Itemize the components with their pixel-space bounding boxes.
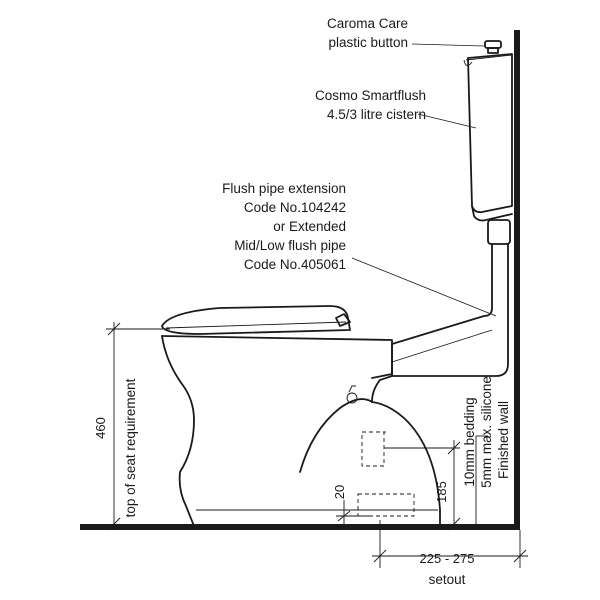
cistern-body: [467, 53, 513, 214]
pan-bowl-front: [161, 335, 195, 527]
leader-lines: [351, 43, 497, 317]
cistern-label-line-1: Cosmo Smartflush: [315, 88, 426, 103]
toilet-pan: [161, 305, 441, 527]
concealed-outlet: [357, 431, 415, 517]
accessible-symbol-icon: [346, 392, 358, 404]
plastic-push-button: [484, 40, 502, 49]
flush-pipe-label-line-4: Mid/Low flush pipe: [234, 238, 346, 253]
setout-value: 225 - 275: [420, 551, 475, 566]
bedding-note: 10mm bedding: [462, 397, 477, 486]
setout-label: setout: [429, 572, 466, 587]
callout-labels: Caroma Care plastic button Cosmo Smartfl…: [222, 16, 426, 272]
cistern-label-line-2: 4.5/3 litre cistern: [327, 107, 426, 122]
outlet-height-value: 20: [332, 485, 347, 499]
outlet-offset-value: 185: [434, 481, 449, 503]
outlet-offset-dimension: 185: [384, 440, 461, 531]
silicone-note: 5mm max. silicone: [479, 376, 494, 488]
seat-height-dimension: 460 top of seat requirement: [93, 322, 170, 531]
button-label-line-2: plastic button: [328, 35, 408, 50]
flush-pipe-label-line-3: or Extended: [273, 219, 346, 234]
cistern: [463, 40, 513, 222]
wall-and-floor: [80, 30, 520, 530]
floor-line: [80, 524, 520, 530]
toilet-seat: [161, 305, 351, 335]
seat-hinge: [335, 313, 351, 327]
seat-height-value: 460: [93, 417, 108, 439]
wall-notes: 10mm bedding 5mm max. silicone Finished …: [462, 376, 511, 530]
flush-pipe-label-line-5: Code No.405061: [244, 257, 346, 272]
outlet-height-dimension: 20: [332, 485, 370, 530]
button-label-line-1: Caroma Care: [327, 16, 408, 31]
flush-pipe-label-line-1: Flush pipe extension: [222, 181, 346, 196]
setout-dimension: 225 - 275 setout: [372, 520, 528, 587]
finished-wall-note: Finished wall: [496, 401, 511, 479]
finished-wall: [514, 30, 520, 530]
flush-pipe-label-line-2: Code No.104242: [244, 200, 346, 215]
seat-height-label: top of seat requirement: [123, 378, 138, 517]
pan-trapway: [193, 375, 441, 527]
